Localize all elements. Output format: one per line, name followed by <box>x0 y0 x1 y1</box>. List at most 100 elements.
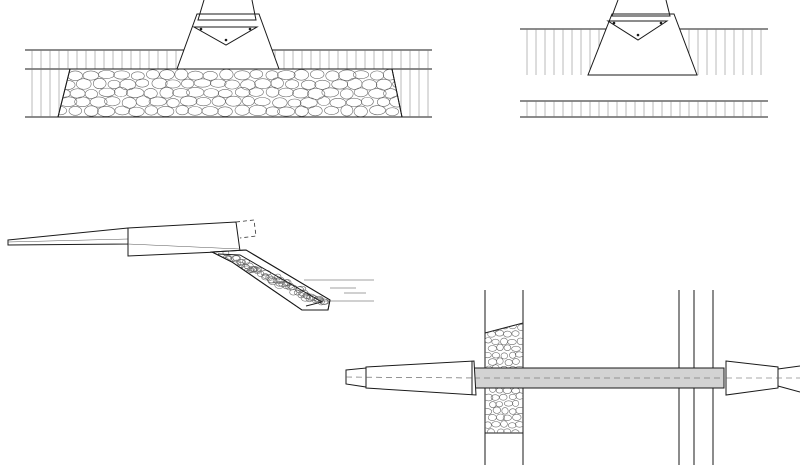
stone <box>224 79 240 90</box>
stone <box>201 106 219 116</box>
stone <box>114 86 128 98</box>
stone <box>107 79 121 89</box>
stone <box>504 400 514 407</box>
stone <box>248 104 267 116</box>
stone <box>502 414 512 421</box>
stone <box>340 104 354 117</box>
stone <box>485 408 492 415</box>
stone <box>172 88 190 98</box>
stone <box>340 88 354 100</box>
stone <box>235 87 251 98</box>
stone <box>361 96 374 107</box>
bolt-marker <box>612 21 616 25</box>
bolt-marker <box>199 27 203 31</box>
stone <box>385 107 399 117</box>
post-support-lines <box>197 0 257 21</box>
stone <box>512 399 520 407</box>
pipe-end-right <box>777 385 800 393</box>
deck-inner-line <box>127 243 241 250</box>
stone <box>485 421 492 429</box>
stone <box>511 330 520 337</box>
stone <box>511 345 521 352</box>
bolt-marker <box>636 33 640 37</box>
stone <box>501 407 509 415</box>
profile-ramp-to-water <box>7 219 374 311</box>
stone <box>307 105 323 117</box>
stone <box>148 96 167 107</box>
stone <box>284 279 292 286</box>
stone <box>352 70 369 80</box>
footing-block <box>587 13 698 76</box>
stone <box>321 87 339 98</box>
stone <box>151 77 168 89</box>
post-socket <box>606 20 669 41</box>
stone <box>515 406 523 414</box>
stone <box>98 70 115 79</box>
tapered-plank <box>7 227 129 246</box>
bolt-marker <box>248 27 252 31</box>
rubble-outline <box>57 68 403 118</box>
stone <box>128 106 145 117</box>
stone <box>370 70 384 81</box>
stone <box>179 95 198 107</box>
stone <box>165 79 181 89</box>
post-socket <box>192 26 259 46</box>
stone <box>491 421 501 428</box>
stone <box>512 358 520 365</box>
stone <box>515 392 523 400</box>
stone <box>487 428 495 433</box>
rubble-stones <box>58 69 402 117</box>
stone <box>503 344 512 351</box>
stone <box>249 69 264 79</box>
stone <box>509 408 517 415</box>
stone <box>499 393 508 401</box>
stone <box>104 96 121 107</box>
stone <box>202 71 218 81</box>
stone <box>500 420 508 428</box>
stone <box>210 78 227 88</box>
left-centerline <box>345 376 475 379</box>
stone <box>248 87 264 97</box>
soil-hatching <box>31 50 429 117</box>
stone <box>292 88 310 99</box>
stone <box>76 78 92 90</box>
stone <box>193 78 212 88</box>
stone <box>507 338 517 345</box>
stone <box>217 106 233 117</box>
stone <box>278 87 294 98</box>
stone <box>265 106 280 117</box>
stone <box>369 105 386 116</box>
section-plain-footing <box>520 0 768 118</box>
stone <box>135 95 151 107</box>
stone <box>491 352 501 359</box>
riprap-outline <box>210 249 331 311</box>
stone <box>485 337 492 344</box>
stone <box>491 338 500 345</box>
stone <box>319 298 329 305</box>
stone <box>272 97 288 109</box>
footing-block <box>176 13 280 70</box>
stone <box>500 352 508 360</box>
riprap-inner-edge <box>217 253 324 307</box>
bolt-marker <box>659 21 663 25</box>
stone <box>485 393 494 402</box>
stone <box>324 106 339 115</box>
stone <box>514 421 523 428</box>
stone <box>237 258 245 267</box>
stone <box>113 70 130 80</box>
bolt-marker <box>224 38 228 42</box>
stone <box>89 96 108 108</box>
stone <box>329 97 347 108</box>
stone <box>98 87 116 97</box>
stone <box>159 69 175 80</box>
stone <box>338 69 357 81</box>
stone <box>508 422 517 429</box>
stone <box>84 89 98 99</box>
stone <box>187 106 203 116</box>
stone <box>265 86 280 98</box>
stone <box>314 79 331 90</box>
stone <box>243 262 254 270</box>
stone <box>514 351 523 358</box>
stone <box>84 105 99 117</box>
